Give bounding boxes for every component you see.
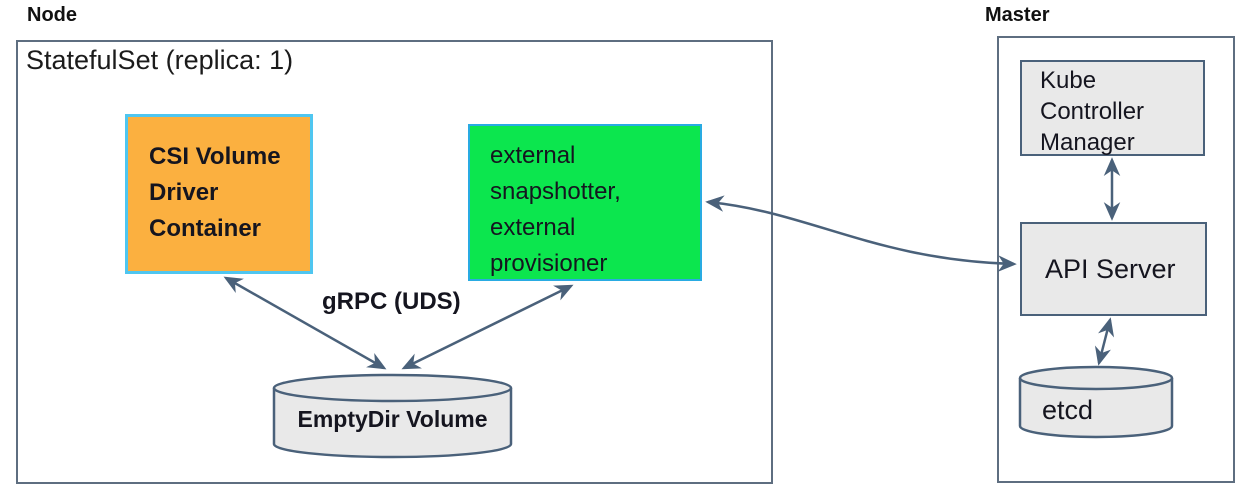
kcm-box-line: Controller bbox=[1040, 98, 1145, 125]
master-group-label: Master bbox=[985, 4, 1050, 26]
emptydir-volume-label: EmptyDir Volume bbox=[297, 406, 488, 432]
grpc-uds-edge-label: gRPC (UDS) bbox=[322, 288, 461, 315]
statefulset-title: StatefulSet (replica: 1) bbox=[26, 45, 294, 75]
kube-controller-manager-box: Kube Controller Manager bbox=[1020, 60, 1205, 156]
csi-volume-driver-container-box: CSI Volume Driver Container bbox=[125, 114, 313, 274]
etcd-label: etcd bbox=[1042, 395, 1094, 425]
sidecar-box-line: provisioner bbox=[490, 250, 608, 277]
kcm-box-line: Kube bbox=[1040, 67, 1097, 94]
sidecar-box-line: external bbox=[490, 214, 576, 241]
csi-box-line: Driver bbox=[149, 179, 219, 206]
csi-box-line: CSI Volume bbox=[149, 143, 281, 170]
external-snapshotter-provisioner-box: external snapshotter, external provision… bbox=[468, 124, 702, 281]
sidecar-box-line: external bbox=[490, 142, 576, 169]
kcm-box-line: Manager bbox=[1040, 129, 1135, 156]
csi-box-line: Container bbox=[149, 215, 262, 242]
node-group-label: Node bbox=[27, 4, 77, 26]
api-server-box: API Server bbox=[1020, 222, 1207, 316]
sidecar-box-line: snapshotter, bbox=[490, 178, 621, 205]
